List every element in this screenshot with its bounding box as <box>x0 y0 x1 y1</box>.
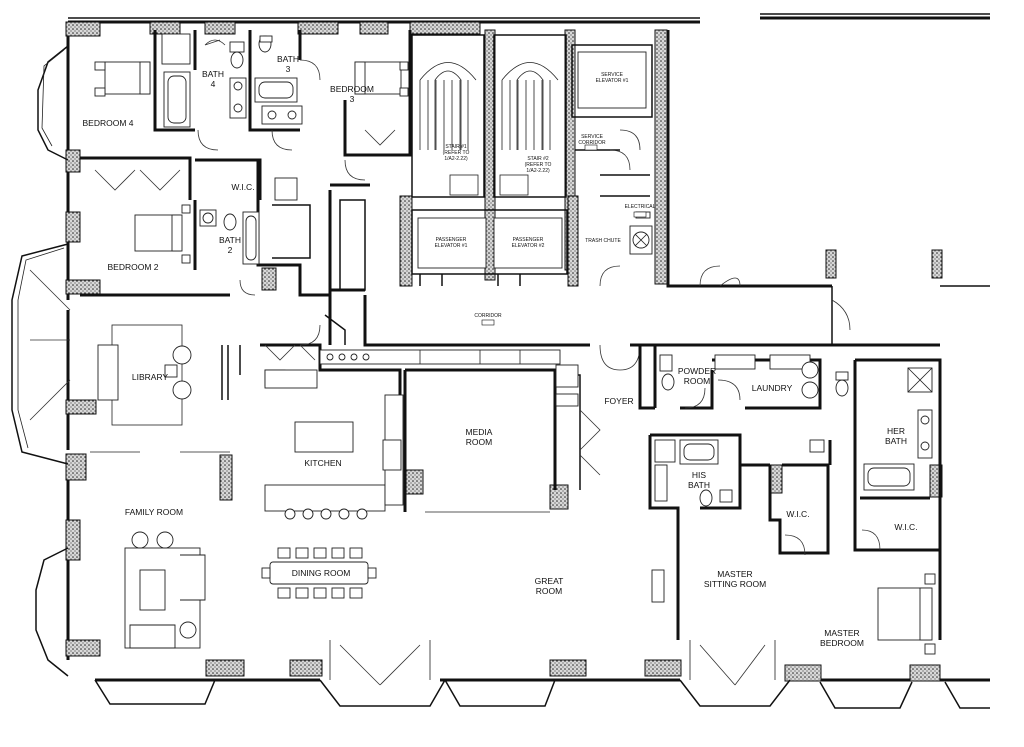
master-suite-walls <box>648 358 942 640</box>
bedroom-wing-walls <box>80 30 412 297</box>
label-foyer: FOYER <box>604 396 633 406</box>
label-corridor: CORRIDOR <box>474 313 502 319</box>
label-bedroom4: BEDROOM 4 <box>82 118 133 128</box>
bath3-fixtures <box>254 35 303 125</box>
master-bed <box>651 569 936 655</box>
label-laundry: LAUNDRY <box>752 383 793 393</box>
bath2-fixtures <box>199 177 298 265</box>
media-room-walls <box>403 364 601 513</box>
stair-1 <box>411 34 485 198</box>
label-trash-chute: TRASH CHUTE <box>585 238 621 244</box>
bedroom3-bed <box>354 61 409 97</box>
stone-columns <box>65 21 943 682</box>
label-wic-her: W.I.C. <box>894 522 917 532</box>
label-family: FAMILY ROOM <box>125 507 183 517</box>
label-wic-top: W.I.C. <box>231 182 254 192</box>
bedroom2-bed <box>134 204 191 264</box>
label-library: LIBRARY <box>132 372 169 382</box>
label-wic-his: W.I.C. <box>786 509 809 519</box>
label-bedroom2: BEDROOM 2 <box>107 262 158 272</box>
service-elevator <box>571 44 653 118</box>
service-corridor-fixtures <box>575 129 741 287</box>
misc-walls <box>239 288 365 375</box>
service-rooms <box>638 345 822 410</box>
living-furniture <box>90 324 230 649</box>
bath4-fixtures <box>161 33 247 128</box>
closet-doors <box>94 39 396 296</box>
passenger-elevators <box>411 209 568 286</box>
outer-walls <box>66 13 990 682</box>
label-electrical: ELECTRICAL <box>625 204 656 210</box>
label-kitchen: KITCHEN <box>304 458 341 468</box>
label-dining: DINING ROOM <box>292 568 351 578</box>
kitchen-layout <box>260 343 561 520</box>
bay-windows <box>11 45 990 709</box>
dining-table <box>261 547 377 599</box>
stair-2 <box>493 34 567 198</box>
bedroom4-bed <box>94 61 151 97</box>
